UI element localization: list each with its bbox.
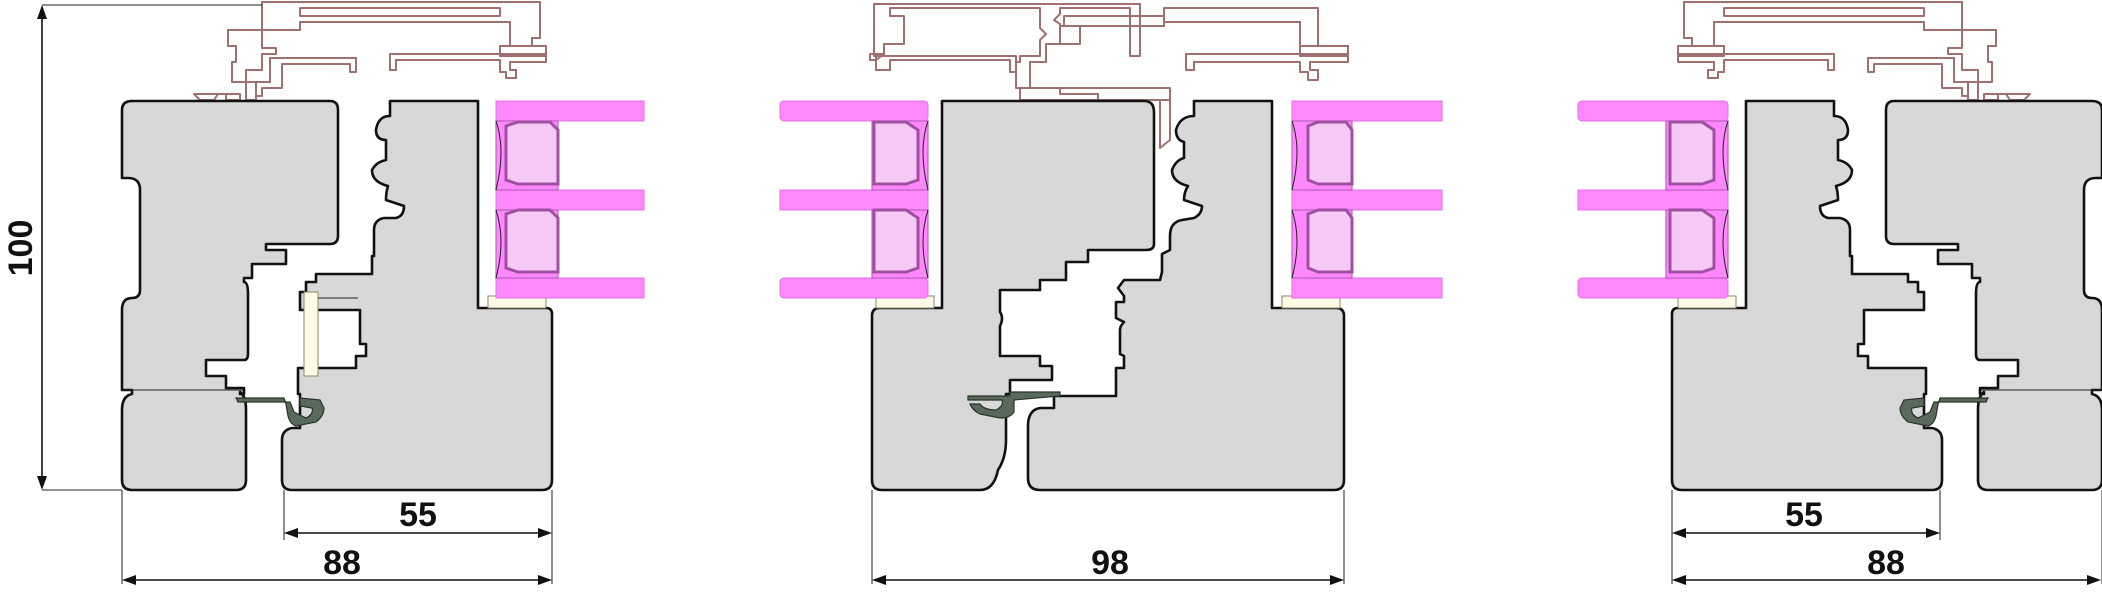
left-frame-timber [120,99,340,492]
right-gasket-icon [1899,397,1989,427]
center-frame-timber [870,99,1156,492]
center-aluminium-cladding-icon [869,3,1349,149]
left-sash-dimension-label: 55 [399,496,437,534]
center-gasket-icon [967,391,1061,419]
left-glass-unit-icon [495,100,645,299]
left-gasket-icon [235,397,325,427]
right-aluminium-cladding-icon [1677,1,2031,101]
left-section: 100 55 88 [2,1,645,585]
right-dimensions: 55 88 [1671,490,2102,585]
center-sash-timber [1026,99,1346,492]
left-gap-block [303,291,319,377]
right-sash-dimension-label: 55 [1785,496,1823,534]
center-right-glass-unit-icon [1291,100,1443,299]
right-frame-timber [1884,99,2102,492]
center-dimensions: 98 [871,490,1345,585]
left-dimensions: 100 55 88 [2,4,553,585]
center-total-dimension-label: 98 [1091,544,1129,582]
left-total-dimension-label: 88 [323,544,361,582]
right-total-dimension-label: 88 [1867,544,1905,582]
left-aluminium-cladding-icon [193,1,547,101]
center-left-glass-unit-icon [779,100,929,299]
center-section: 98 [779,3,1443,585]
right-sash-timber [1670,99,1944,492]
right-section: 55 88 [1577,1,2102,585]
right-glass-unit-icon [1577,100,1729,299]
left-height-dimension-label: 100 [2,220,40,277]
left-sash-timber [280,99,554,492]
